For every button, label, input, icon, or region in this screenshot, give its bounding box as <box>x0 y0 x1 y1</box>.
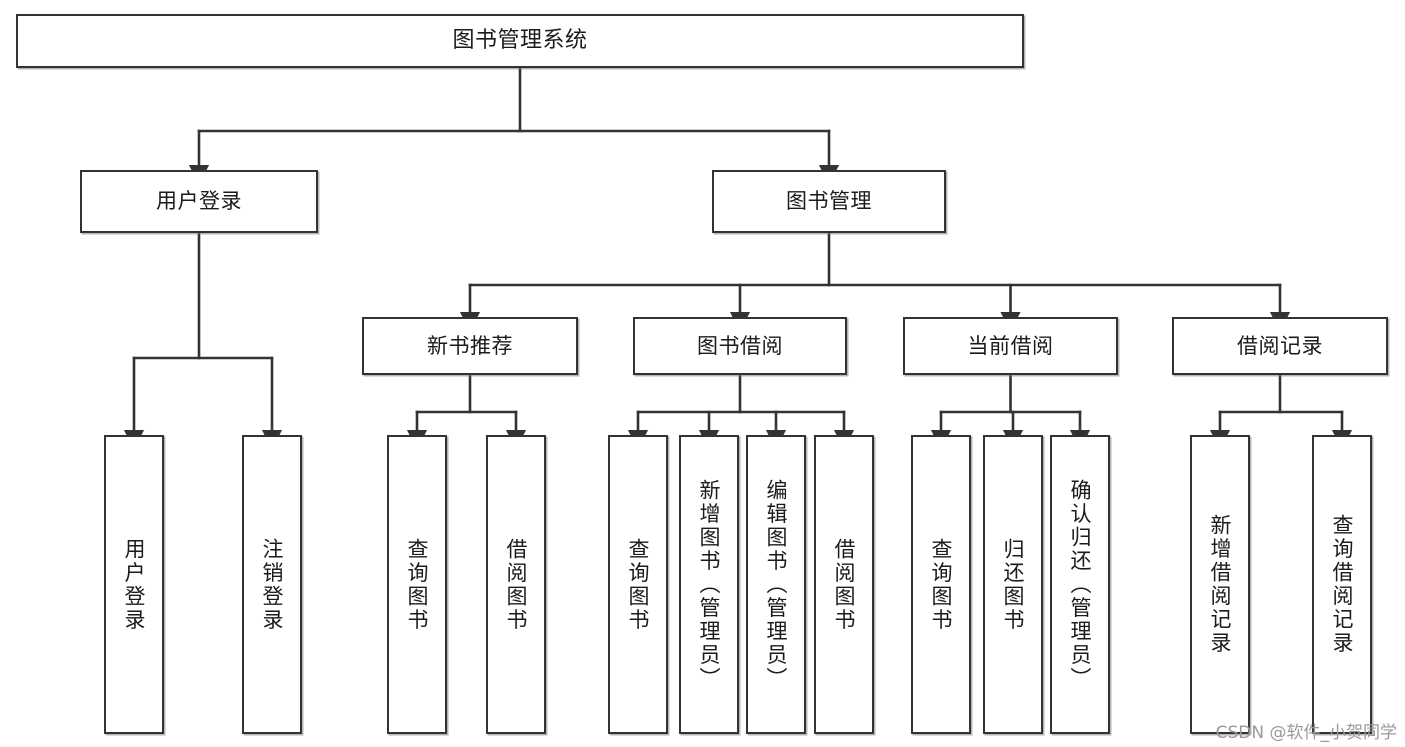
node-leaf-brw-query[interactable]: 查询图书 <box>608 435 668 734</box>
node-label: 借阅图书 <box>504 537 529 632</box>
node-label: 查询图书 <box>626 537 651 632</box>
node-label: 新书推荐 <box>427 333 513 358</box>
node-leaf-rec-add[interactable]: 新增借阅记录 <box>1190 435 1250 734</box>
node-leaf-rec-borrow[interactable]: 借阅图书 <box>486 435 546 734</box>
node-borrow-record[interactable]: 借阅记录 <box>1172 317 1388 375</box>
node-label: 图书借阅 <box>697 333 783 358</box>
node-label: 归还图书 <box>1001 537 1026 632</box>
node-label: 查询图书 <box>405 537 430 632</box>
node-book-manage[interactable]: 图书管理 <box>712 170 946 233</box>
node-label: 图书管理 <box>786 189 872 214</box>
node-label: 借阅记录 <box>1237 333 1323 358</box>
node-label: 注销登录 <box>260 537 285 632</box>
node-label: 图书管理系统 <box>452 28 588 54</box>
node-label: 确认归还（管理员） <box>1068 478 1093 691</box>
node-leaf-brw-add[interactable]: 新增图书（管理员） <box>679 435 739 734</box>
node-label: 用户登录 <box>122 537 147 632</box>
node-label: 新增图书（管理员） <box>697 478 722 691</box>
node-label: 查询借阅记录 <box>1330 514 1355 655</box>
node-leaf-rec-query[interactable]: 查询图书 <box>387 435 447 734</box>
node-label: 当前借阅 <box>967 333 1054 358</box>
node-leaf-rec-query2[interactable]: 查询借阅记录 <box>1312 435 1372 734</box>
node-leaf-user-login[interactable]: 用户登录 <box>104 435 164 734</box>
node-current-borrow[interactable]: 当前借阅 <box>903 317 1118 375</box>
node-label: 用户登录 <box>156 189 242 214</box>
node-user-login[interactable]: 用户登录 <box>80 170 318 233</box>
node-leaf-brw-borrow[interactable]: 借阅图书 <box>814 435 874 734</box>
node-leaf-cur-query[interactable]: 查询图书 <box>911 435 971 734</box>
watermark-text: CSDN @软件_小贺同学 <box>1215 723 1397 743</box>
node-label: 借阅图书 <box>832 537 857 632</box>
node-leaf-cur-confirm[interactable]: 确认归还（管理员） <box>1050 435 1110 734</box>
node-label: 新增借阅记录 <box>1208 514 1233 655</box>
node-leaf-cur-return[interactable]: 归还图书 <box>983 435 1043 734</box>
node-book-borrow[interactable]: 图书借阅 <box>633 317 847 375</box>
node-label: 查询图书 <box>929 537 954 632</box>
node-root[interactable]: 图书管理系统 <box>16 14 1024 68</box>
node-label: 编辑图书（管理员） <box>764 478 789 691</box>
node-leaf-brw-edit[interactable]: 编辑图书（管理员） <box>746 435 806 734</box>
node-new-book-rec[interactable]: 新书推荐 <box>362 317 578 375</box>
node-leaf-user-logout[interactable]: 注销登录 <box>242 435 302 734</box>
